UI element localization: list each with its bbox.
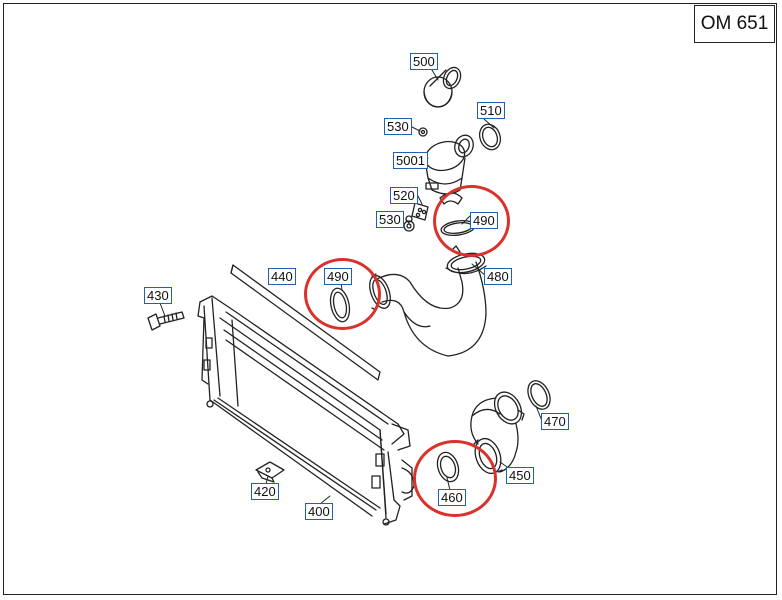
callout-500: 500	[410, 53, 438, 70]
callout-450: 450	[506, 467, 534, 484]
callout-460: 460	[438, 489, 466, 506]
part-400-intercooler	[197, 295, 415, 526]
callout-490-left: 490	[324, 268, 352, 285]
callout-520: 520	[390, 187, 418, 204]
part-510-o-ring	[478, 123, 502, 151]
part-480-hose	[369, 245, 487, 357]
callout-530-bottom: 530	[376, 211, 404, 228]
highlight-ring-490-left	[304, 258, 381, 330]
part-530-screws	[403, 127, 428, 232]
callout-480: 480	[484, 268, 512, 285]
callout-530-top: 530	[384, 118, 412, 135]
diagram-frame	[3, 3, 777, 595]
callout-430: 430	[144, 287, 172, 304]
callout-400: 400	[305, 503, 333, 520]
part-470-ring	[527, 380, 551, 410]
part-430-bolt	[147, 311, 185, 331]
highlight-ring-460	[413, 440, 497, 517]
part-440-strip	[230, 264, 381, 381]
callout-5001: 5001	[393, 152, 428, 169]
callout-440: 440	[268, 268, 296, 285]
highlight-ring-490-top	[433, 185, 510, 257]
engine-label-text: OM 651	[700, 13, 769, 34]
engine-label: OM 651	[694, 5, 775, 43]
part-500-connector	[423, 66, 462, 108]
callout-490-top: 490	[470, 212, 498, 229]
callout-470: 470	[541, 413, 569, 430]
part-420-bracket	[255, 461, 285, 483]
callout-510: 510	[477, 102, 505, 119]
callout-420: 420	[251, 483, 279, 500]
